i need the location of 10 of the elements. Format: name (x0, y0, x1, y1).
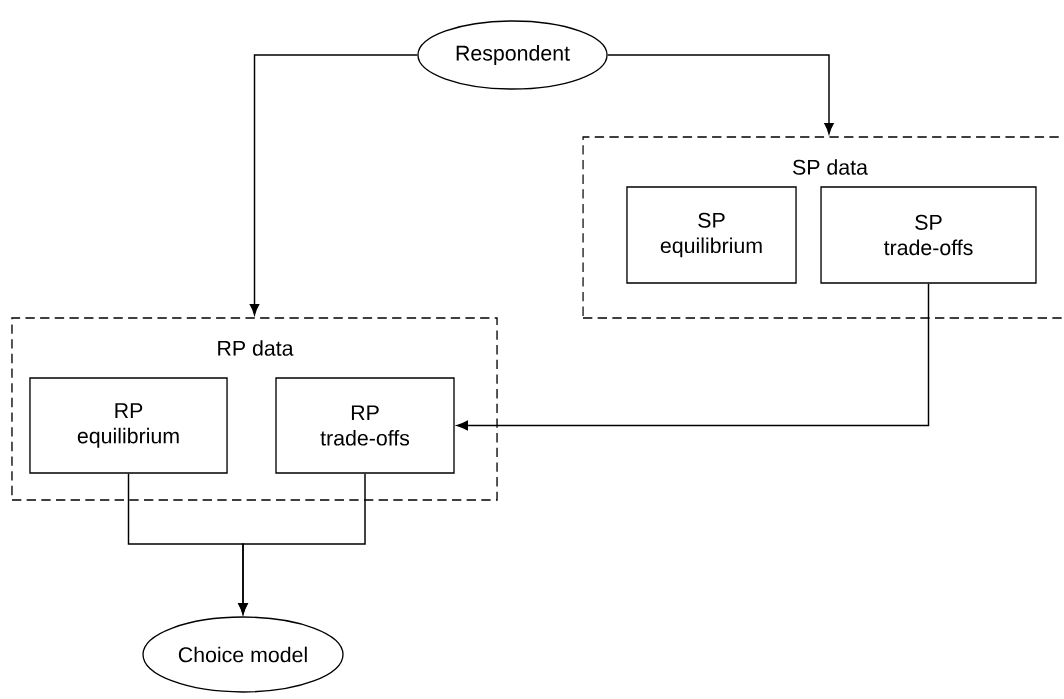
arrow (249, 54, 419, 316)
ellipse-node: Respondent (417, 20, 608, 90)
process-box: RP trade-offs (275, 377, 455, 474)
process-box: SP trade-offs (820, 186, 1037, 284)
ellipse-node: Choice model (142, 616, 344, 693)
process-box: SP equilibrium (626, 186, 797, 284)
arrow (456, 282, 930, 431)
arrow (606, 54, 834, 135)
process-box: RP equilibrium (29, 377, 228, 474)
arrow (238, 472, 366, 615)
